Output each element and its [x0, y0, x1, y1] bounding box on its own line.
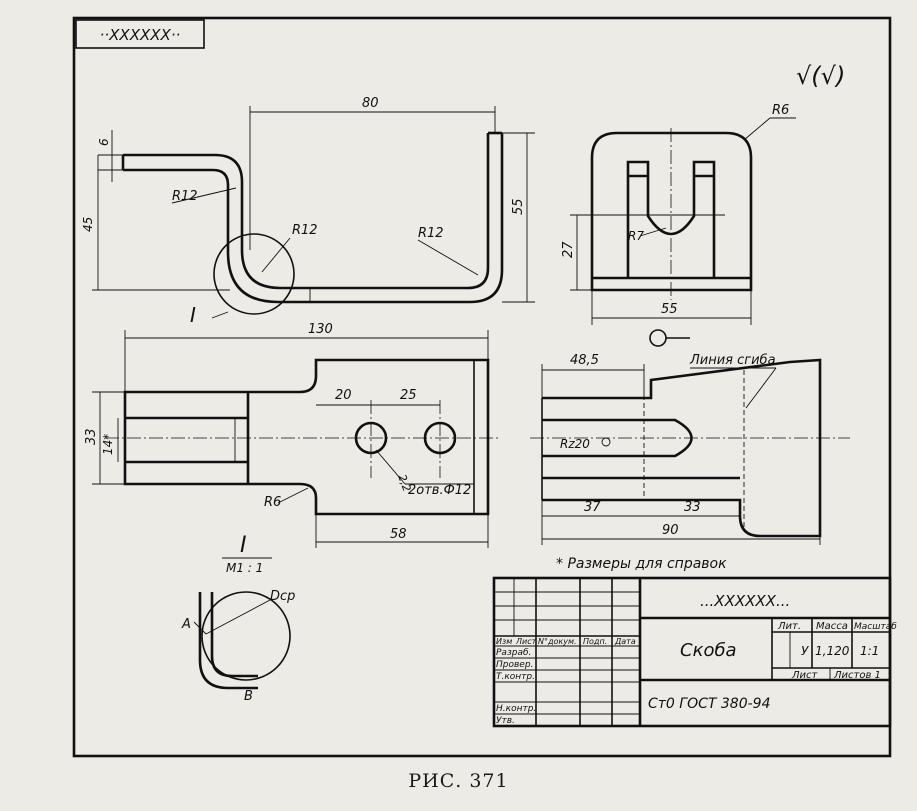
- tb-h-scale: Масштаб: [854, 622, 897, 632]
- radius-r6-plan: R6: [264, 495, 281, 510]
- tb-code: ...XXXXXX...: [700, 592, 790, 610]
- tb-material: Ст0 ГОСТ 380-94: [648, 696, 770, 712]
- roughness-symbol: √(√): [796, 62, 845, 90]
- drawing-frame: [72, 16, 892, 758]
- radius-r6-side: R6: [772, 103, 789, 118]
- detail-point-a: A: [181, 617, 191, 632]
- front-view: I 6 45 80 55 R12 R12 R12: [81, 96, 535, 327]
- radius-r12-right: R12: [418, 226, 444, 241]
- dim-25: 25: [400, 388, 417, 403]
- tb-col-date: Дата: [614, 637, 636, 646]
- tb-sheet: Лист: [791, 670, 819, 681]
- tb-scale: 1:1: [860, 644, 879, 658]
- profile-inner: [123, 133, 504, 304]
- detail-inner: [210, 592, 258, 678]
- detail-view: I M1 : 1 Dср A B: [181, 533, 295, 704]
- tb-sheets: Листов 1: [833, 670, 881, 681]
- holes-note: 2отв.Ф12: [408, 483, 471, 498]
- tb-lit: У: [801, 644, 809, 658]
- detail-circle: [201, 591, 291, 681]
- dim-33-flat: 33: [684, 500, 701, 515]
- radius-r7: R7: [628, 229, 644, 243]
- tb-row-tkontr: Т.контр.: [496, 672, 535, 682]
- dim-48-5: 48,5: [570, 353, 599, 368]
- tb-row-razrab: Разраб.: [496, 648, 531, 658]
- dim-130: 130: [308, 322, 333, 337]
- detail-dcp: Dср: [270, 589, 295, 604]
- title-block: Изм Лист N°докум. Подп. Дата Разраб. Про…: [492, 576, 897, 728]
- profile-outer: [123, 133, 490, 290]
- dim-20: 20: [335, 388, 352, 403]
- roughness-rz20: Rz20: [560, 437, 590, 451]
- detail-callout-label: I: [190, 303, 196, 327]
- tb-row-prover: Провер.: [496, 660, 533, 670]
- detail-outer: [198, 592, 258, 690]
- top-stamp-text: ··XXXXXX··: [100, 26, 181, 44]
- plan-view: 130 33 14* 20 25 2,2 2отв.Ф12 R6 58: [84, 322, 498, 548]
- detail-point-b: B: [244, 689, 253, 704]
- reference-dimensions-note: * Размеры для справок: [556, 556, 727, 572]
- dim-14-ref: 14*: [101, 434, 115, 455]
- detail-label: I: [240, 533, 247, 558]
- top-stamp-box: [75, 19, 205, 49]
- tb-row-nkontr: Н.контр.: [496, 704, 536, 714]
- detail-scale: M1 : 1: [226, 561, 263, 575]
- tb-mass: 1,120: [815, 644, 850, 658]
- dim-55-side: 55: [511, 198, 526, 215]
- tb-col-izm: Изм: [496, 637, 512, 646]
- figure-caption: РИС. 371: [408, 770, 509, 792]
- tb-col-sign: Подп.: [583, 637, 607, 646]
- detail-callout-circle: [213, 233, 295, 315]
- side-outline: [590, 131, 753, 292]
- flat-pattern-view: 48,5 Линия сгиба Rz20 37 33 90: [530, 329, 850, 545]
- dim-90: 90: [662, 523, 679, 538]
- radius-r12-inner: R12: [292, 223, 318, 238]
- dim-37: 37: [584, 500, 601, 515]
- flat-slot: [542, 418, 693, 458]
- tb-row-utv: Утв.: [496, 716, 515, 726]
- flat-outer-edge: [542, 358, 822, 538]
- bend-line-label: Линия сгиба: [689, 353, 776, 368]
- dim-45: 45: [81, 217, 95, 232]
- tb-h-mass: Масса: [816, 621, 848, 632]
- tb-part-name: Скоба: [680, 640, 737, 661]
- tb-col-list: Лист: [515, 637, 537, 646]
- tb-col-doc: N°докум.: [538, 637, 577, 646]
- tb-h-lit: Лит.: [777, 621, 801, 632]
- dim-6: 6: [97, 138, 111, 146]
- dim-58: 58: [390, 527, 407, 542]
- dim-55-bottom: 55: [661, 302, 678, 317]
- radius-r12-left: R12: [172, 189, 198, 204]
- dim-27: 27: [561, 241, 576, 258]
- side-view: R6 R7 27 55: [561, 103, 796, 325]
- dim-80: 80: [362, 96, 379, 111]
- dim-33: 33: [84, 428, 99, 445]
